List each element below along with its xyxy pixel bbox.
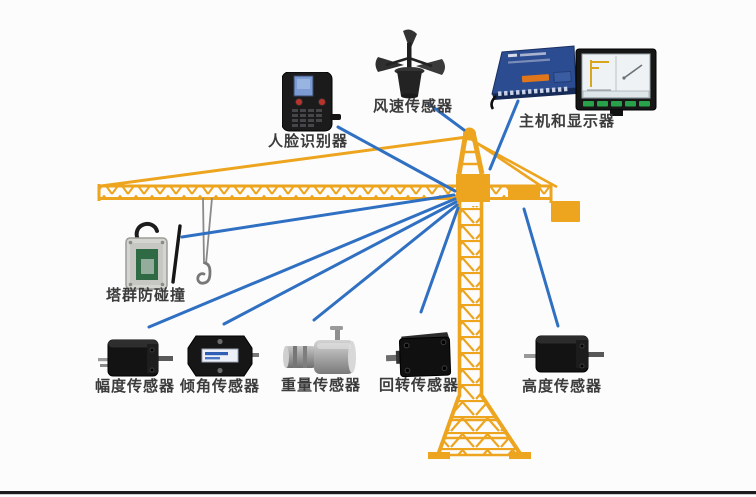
amplitude-pin-left-2 [100, 364, 109, 367]
crane-counter-jib-box [508, 184, 540, 200]
crane-base-foot-right [509, 452, 531, 459]
crane-base-legs [436, 394, 523, 457]
face-device-led-left [294, 97, 304, 107]
label-anti-collision: 塔群防碰撞 [105, 287, 186, 304]
anemometer-shaft [407, 43, 412, 72]
label-height: 高度传感器 [521, 378, 602, 395]
host-unit-device [486, 42, 578, 110]
anti-collision-antenna-straight [171, 224, 182, 284]
hoist-cables-and-hook [196, 197, 213, 285]
link-weight [312, 203, 459, 322]
face-device-stub [330, 114, 341, 120]
weight-cylinder-left [284, 346, 316, 368]
crane-apex-knob [463, 127, 476, 141]
link-tilt [222, 200, 458, 326]
wind-speed-sensor-device [370, 28, 450, 102]
rotation-body [398, 336, 452, 378]
height-shaft-right [586, 352, 604, 357]
tilt-sensor-device [186, 334, 260, 378]
link-height [522, 207, 560, 328]
anemometer-cup-right [416, 59, 445, 75]
label-face-recognition: 人脸识别器 [267, 133, 348, 150]
link-host-display [488, 99, 520, 171]
link-wind-speed [427, 102, 466, 132]
host-unit-cable [490, 95, 497, 110]
face-device-led-right [317, 97, 327, 107]
weight-pin-top [335, 328, 340, 342]
anti-collision-device [118, 218, 192, 292]
crane-mast-chords [457, 202, 484, 397]
anemometer-base [397, 71, 422, 96]
hoist-cable-1 [202, 197, 205, 265]
face-device-keypad [292, 109, 322, 127]
ground-line [0, 491, 756, 495]
crane-base-lattice [438, 396, 521, 455]
display-monitor-device [574, 47, 658, 117]
rotation-sensor-device [386, 328, 456, 384]
crane-tower-head-rungs [460, 150, 481, 166]
height-sensor-device [524, 330, 604, 378]
label-host-display: 主机和显示器 [518, 113, 615, 130]
amplitude-sensor-device [98, 332, 174, 382]
monitor-rotation-graphic [622, 64, 643, 80]
monitor-buttons [583, 101, 650, 107]
sensor-links [147, 99, 560, 329]
label-tilt: 倾角传感器 [179, 378, 260, 395]
hoist-cable-2 [205, 197, 213, 265]
tilt-pin-right [250, 353, 259, 357]
crane-main-jib-lattice [100, 186, 456, 199]
crane-main-jib-chords [97, 184, 456, 201]
crane-base-foot-left [428, 452, 450, 459]
anti-collision-antenna-curved [134, 221, 159, 242]
face-recognition-device [282, 72, 342, 132]
amplitude-shaft-right [156, 356, 173, 361]
crane-base-rungs [438, 418, 521, 457]
crane-tie-bar-right-2 [472, 139, 558, 189]
anemometer-cup-top [403, 29, 417, 50]
crane-mast-lattice [458, 206, 483, 396]
label-weight: 重量传感器 [280, 377, 361, 394]
label-rotation: 回转传感器 [378, 377, 459, 394]
crane-counterweight [551, 201, 580, 222]
label-amplitude: 幅度传感器 [94, 378, 175, 395]
host-unit-connectors [497, 86, 568, 97]
monitor-stand [610, 110, 623, 116]
amplitude-pin-left-1 [98, 358, 109, 362]
crane-tie-bar-left [100, 135, 468, 188]
tower-crane [97, 127, 580, 459]
link-amplitude [147, 197, 457, 329]
crane-cab [456, 174, 490, 202]
monitor-crane-graphic [590, 60, 609, 87]
hook-icon [196, 261, 212, 285]
label-wind-speed: 风速传感器 [372, 98, 453, 115]
link-rotation [419, 206, 460, 314]
host-unit-orange-label [521, 74, 550, 83]
link-face-recognition [336, 125, 457, 193]
weight-sensor-device [282, 326, 360, 380]
link-anti-collision [180, 193, 456, 239]
height-pin-left [524, 354, 537, 358]
tilt-label-strip [201, 348, 239, 363]
